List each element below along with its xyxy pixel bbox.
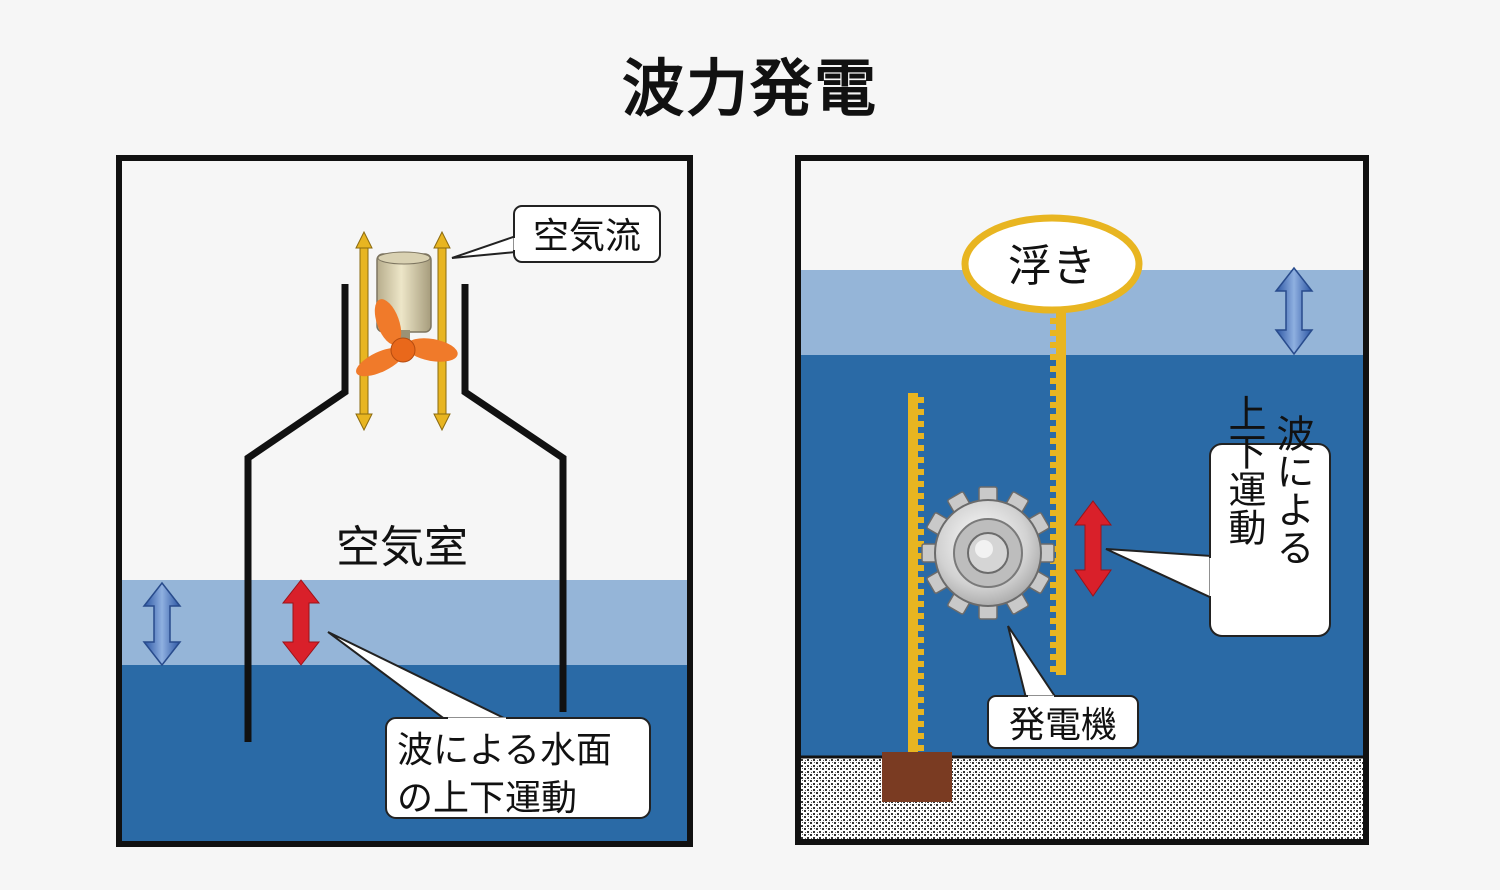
rack-tooth	[1050, 498, 1056, 504]
airflow-arrow-right	[433, 230, 451, 432]
left-surface-water	[119, 580, 690, 665]
rack-tooth	[918, 541, 924, 547]
wave-motion-callout: 波による水面 の上下運動	[327, 631, 651, 819]
rack-tooth	[918, 505, 924, 511]
air-chamber-label: 空気室	[336, 522, 468, 573]
rack-tooth	[1050, 390, 1056, 396]
rack-tooth	[918, 469, 924, 475]
left-panel-border	[116, 155, 693, 847]
rack-tooth	[1050, 462, 1056, 468]
rack-tooth	[918, 457, 924, 463]
generator-label: 発電機	[1009, 705, 1117, 746]
wave-motion-label-line2: の上下運動	[397, 778, 577, 819]
rack-tooth	[918, 493, 924, 499]
rack-tooth	[1050, 654, 1056, 660]
rack-tooth	[1050, 450, 1056, 456]
rack-tooth	[918, 685, 924, 691]
rack-tooth	[1050, 618, 1056, 624]
float-motion-arrow-red	[1074, 500, 1112, 597]
airflow-callout: 空気流	[451, 205, 661, 263]
rack-tooth	[1050, 606, 1056, 612]
rack-tooth	[1050, 486, 1056, 492]
rack-tooth	[1050, 366, 1056, 372]
rack-tooth	[1050, 414, 1056, 420]
left-panel-oscillating-water-column: 空気流 空気室 波による水面 の上下運動	[116, 155, 693, 847]
rack-tooth	[918, 637, 924, 643]
rack-tooth	[1050, 534, 1056, 540]
water-level-arrow-right	[1274, 266, 1314, 356]
chamber-wall-right	[461, 284, 567, 712]
propeller-icon	[356, 299, 458, 377]
rack-tooth	[918, 625, 924, 631]
rack-tooth	[1050, 318, 1056, 324]
rack-tooth	[918, 697, 924, 703]
wave-motion-arrow-red	[281, 579, 321, 666]
airflow-arrow-left	[355, 230, 373, 432]
float-label: 浮き	[1008, 241, 1096, 292]
rack-tooth	[1050, 330, 1056, 336]
rack-tooth	[918, 565, 924, 571]
rack-tooth	[1050, 570, 1056, 576]
rack-tooth	[1050, 354, 1056, 360]
rack-tooth	[918, 397, 924, 403]
rack-tooth	[1050, 522, 1056, 528]
page-title: 波力発電	[621, 52, 878, 125]
rack-tooth	[918, 517, 924, 523]
rack-tooth	[1050, 474, 1056, 480]
chamber-wall-left	[244, 284, 349, 742]
rack-tooth	[1050, 666, 1056, 672]
airflow-label: 空気流	[533, 216, 641, 257]
rack-tooth	[918, 577, 924, 583]
rack-tooth	[918, 529, 924, 535]
rack-tooth	[1050, 630, 1056, 636]
rack-tooth	[1050, 342, 1056, 348]
vertical-motion-callout: 波による 上下運動	[1105, 394, 1331, 637]
rack-tooth	[1050, 438, 1056, 444]
generator-callout: 発電機	[987, 625, 1139, 749]
fixed-rack	[908, 393, 924, 755]
rack-tooth	[918, 709, 924, 715]
gear-icon	[921, 486, 1055, 620]
rack-tooth	[1050, 510, 1056, 516]
wave-motion-label-line1: 波による水面	[397, 730, 612, 771]
rack-tooth	[918, 409, 924, 415]
vertical-motion-label-col2: 上下運動	[1222, 394, 1266, 546]
float-buoy: 浮き	[961, 214, 1143, 314]
rack-tooth	[918, 481, 924, 487]
rack-tooth	[918, 553, 924, 559]
rack-tooth	[1050, 426, 1056, 432]
rack-tooth	[1050, 402, 1056, 408]
rack-tooth	[1050, 378, 1056, 384]
rack-tooth	[1050, 642, 1056, 648]
water-level-arrow-left	[142, 581, 182, 667]
rack-tooth	[918, 649, 924, 655]
rack-tooth	[918, 589, 924, 595]
right-panel-border	[795, 155, 1369, 845]
rack-tooth	[1050, 582, 1056, 588]
rack-tooth	[918, 421, 924, 427]
rack-tooth	[918, 445, 924, 451]
rack-tooth	[918, 661, 924, 667]
vertical-motion-label-col1: 波による	[1270, 414, 1314, 566]
rack-tooth	[918, 601, 924, 607]
rack-tooth	[918, 721, 924, 727]
rack-base-block	[882, 752, 952, 802]
rack-tooth	[918, 613, 924, 619]
rack-tooth	[918, 745, 924, 751]
rack-tooth	[1050, 594, 1056, 600]
rack-tooth	[918, 673, 924, 679]
right-panel-float-type: 浮き 波による	[795, 155, 1369, 845]
rack-tooth	[918, 733, 924, 739]
rack-tooth	[918, 433, 924, 439]
